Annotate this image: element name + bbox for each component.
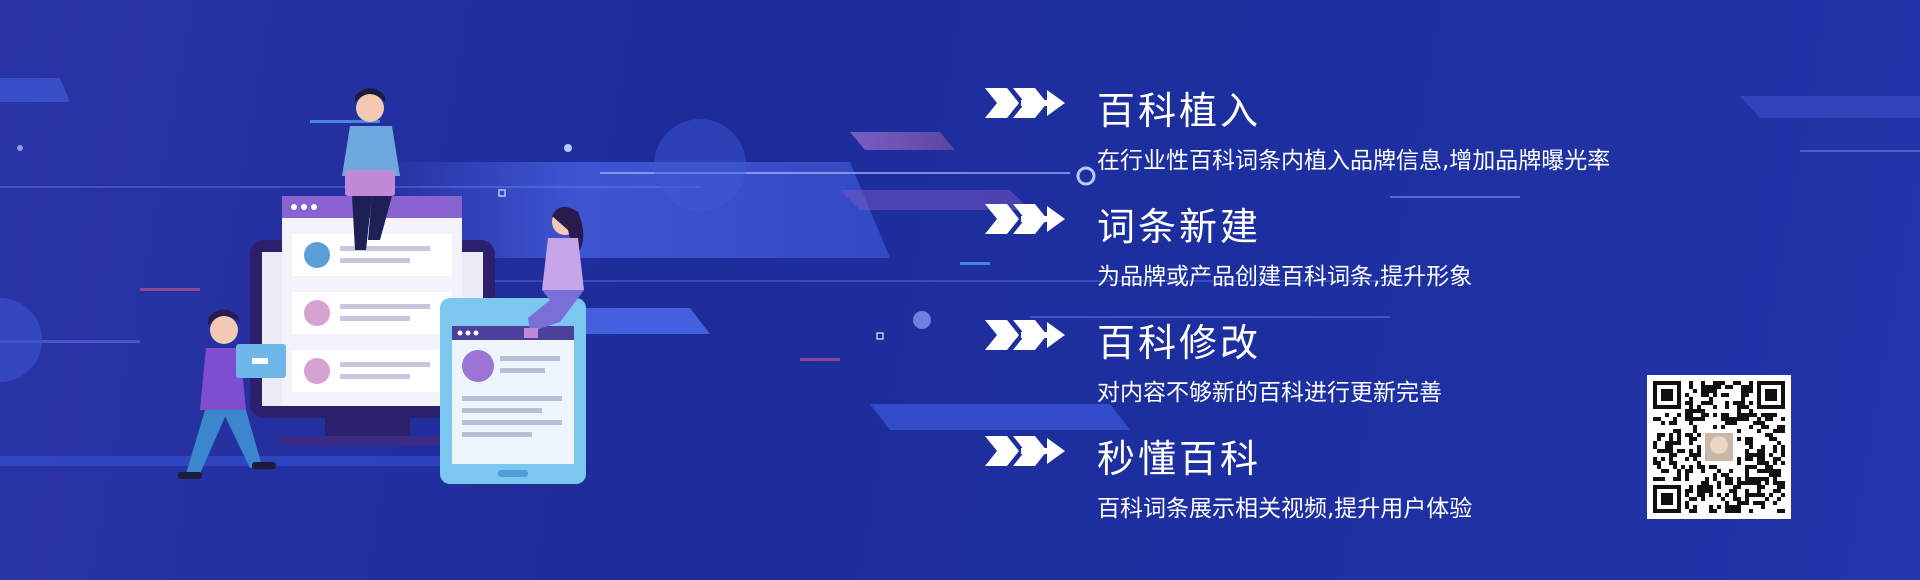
arrow-right-icon xyxy=(985,204,1065,234)
feature-title: 百科植入 xyxy=(1097,89,1262,133)
feature-title: 秒懂百科 xyxy=(1097,437,1262,481)
feature-list: 百科植入 在行业性百科词条内植入品牌信息,增加品牌曝光率 词条新建 为品牌或产品… xyxy=(985,78,1705,542)
feature-description: 百科词条展示相关视频,提升用户体验 xyxy=(1097,496,1473,522)
feature-item: 百科修改 对内容不够新的百科进行更新完善 xyxy=(985,310,1705,426)
feature-item: 秒懂百科 百科词条展示相关视频,提升用户体验 xyxy=(985,426,1705,542)
arrow-right-icon xyxy=(985,436,1065,466)
team-collaboration-illustration xyxy=(178,88,586,484)
arrow-right-icon xyxy=(985,320,1065,350)
person-left-figure xyxy=(178,309,286,479)
feature-title: 词条新建 xyxy=(1097,205,1262,249)
arrow-right-icon xyxy=(985,88,1065,118)
person-right-figure xyxy=(524,206,584,338)
feature-description: 为品牌或产品创建百科词条,提升形象 xyxy=(1097,264,1473,290)
feature-item: 百科植入 在行业性百科词条内植入品牌信息,增加品牌曝光率 xyxy=(985,78,1705,194)
person-top-figure xyxy=(342,88,400,250)
feature-item: 词条新建 为品牌或产品创建百科词条,提升形象 xyxy=(985,194,1705,310)
qr-code-icon[interactable] xyxy=(1647,375,1791,519)
feature-title: 百科修改 xyxy=(1097,321,1262,365)
qr-code-pattern xyxy=(1653,381,1785,513)
feature-description: 对内容不够新的百科进行更新完善 xyxy=(1097,380,1442,406)
tablet-graphic xyxy=(440,298,586,484)
feature-description: 在行业性百科词条内植入品牌信息,增加品牌曝光率 xyxy=(1097,148,1611,174)
